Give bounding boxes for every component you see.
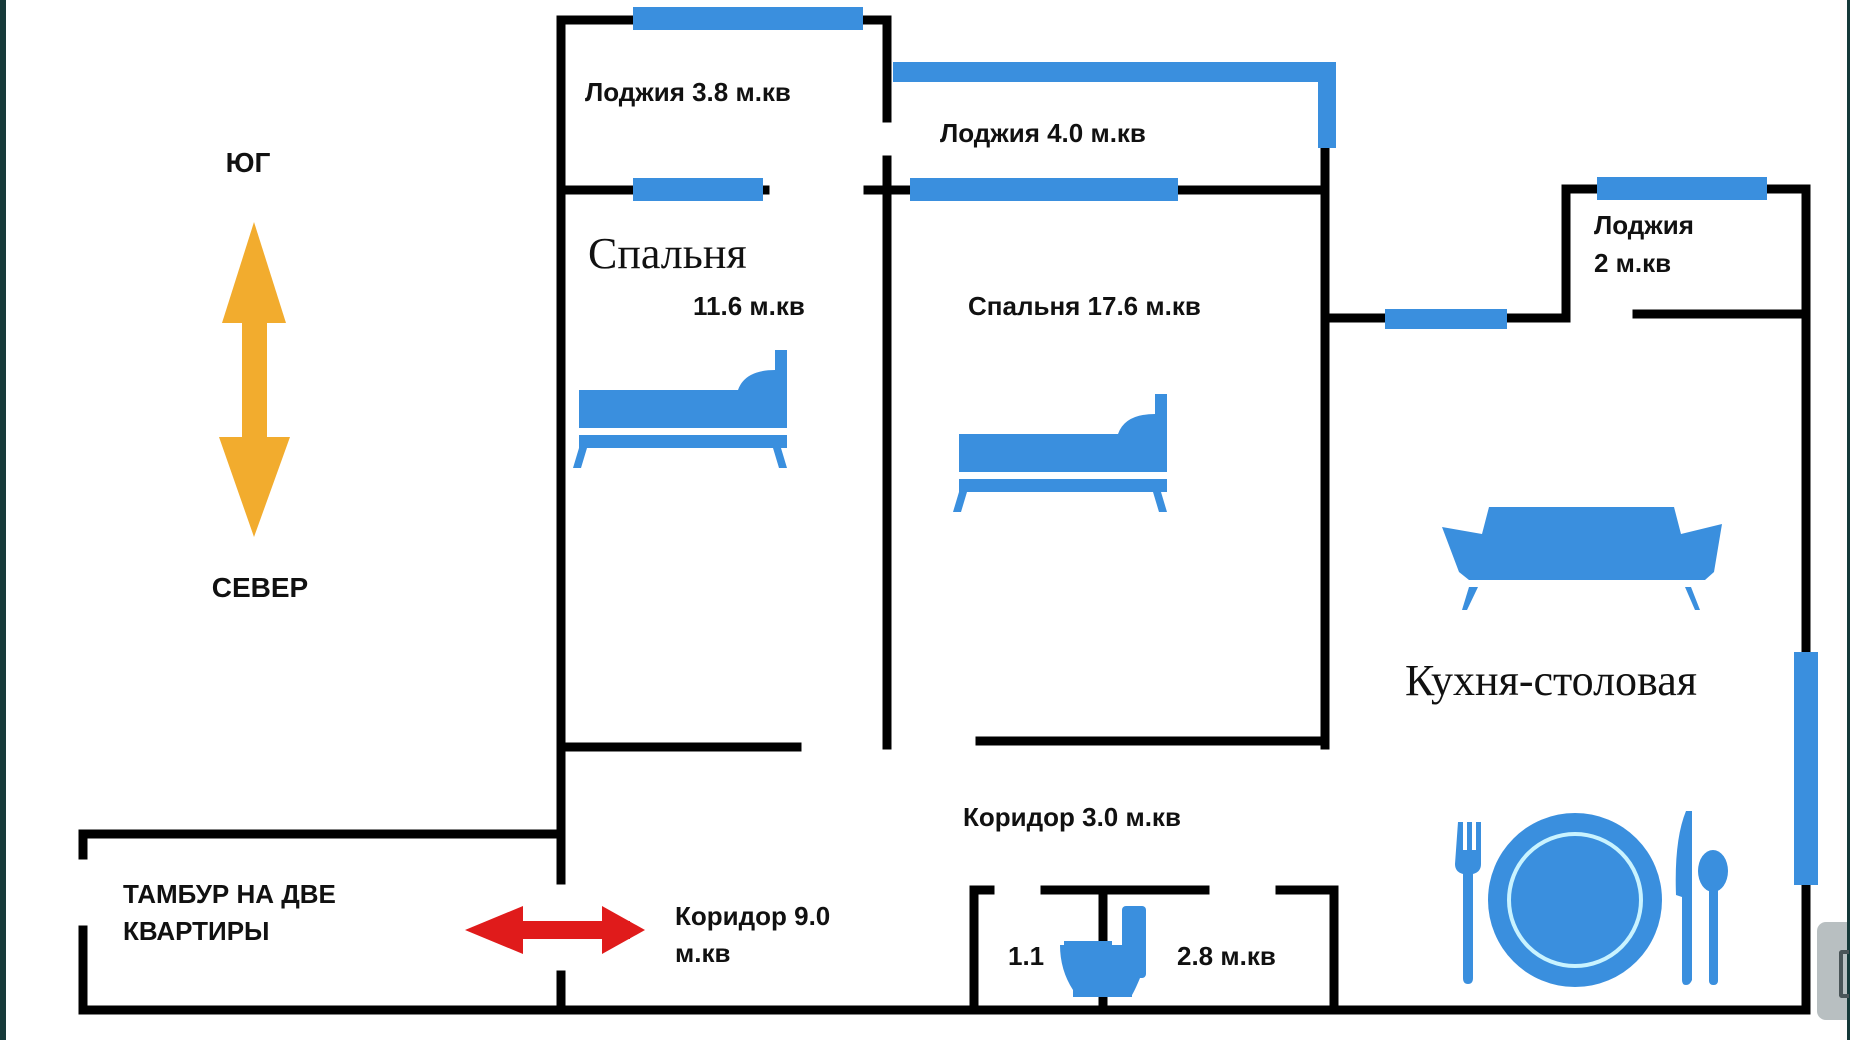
vestibule-label: ТАМБУР НА ДВЕ <box>123 879 336 909</box>
corridor-large-label: Коридор 9.0 <box>675 901 830 931</box>
left-edge-border <box>0 0 6 1040</box>
corridor-large-area: м.кв <box>675 938 730 968</box>
bedroom-1-area: 11.6 м.кв <box>693 291 805 321</box>
side-panel-handle[interactable] <box>1817 922 1849 1020</box>
right-edge-border <box>1847 0 1850 1040</box>
corridor-small-label: Коридор 3.0 м.кв <box>963 802 1181 832</box>
compass-south-label: ЮГ <box>226 147 271 178</box>
toilet-area-label: 1.1 <box>1008 941 1044 971</box>
loggia-1-label: Лоджия 3.8 м.кв <box>585 77 791 107</box>
loggia-3-area: 2 м.кв <box>1594 248 1671 278</box>
handle-icon <box>1839 950 1849 998</box>
compass-arrow-icon <box>219 222 290 537</box>
window-loggia3 <box>1597 177 1767 200</box>
toilet-icon <box>1060 906 1146 997</box>
sofa-icon <box>1442 507 1722 610</box>
bed-icon <box>953 394 1167 512</box>
loggia-2-label: Лоджия 4.0 м.кв <box>940 118 1146 148</box>
compass-north-label: СЕВЕР <box>212 572 308 603</box>
bedroom-1-label: Спальня <box>588 229 747 278</box>
vestibule-label-line2: КВАРТИРЫ <box>123 916 270 946</box>
bedroom-2-label: Спальня 17.6 м.кв <box>968 291 1201 321</box>
kitchen-label: Кухня-столовая <box>1405 656 1697 705</box>
window-bedroom1 <box>633 178 763 201</box>
window-kitchen-right <box>1794 652 1818 885</box>
entry-arrow-icon <box>465 906 645 954</box>
window-loggia2 <box>893 62 1336 148</box>
windows <box>633 7 1818 885</box>
loggia-3-label: Лоджия <box>1594 210 1694 240</box>
bathroom-area-label: 2.8 м.кв <box>1177 941 1276 971</box>
window-loggia1-top <box>633 7 863 30</box>
bed-icon <box>573 350 787 468</box>
window-bedroom2 <box>910 178 1178 201</box>
window-kitchen-top <box>1385 309 1507 329</box>
dining-set-icon <box>1455 811 1728 987</box>
